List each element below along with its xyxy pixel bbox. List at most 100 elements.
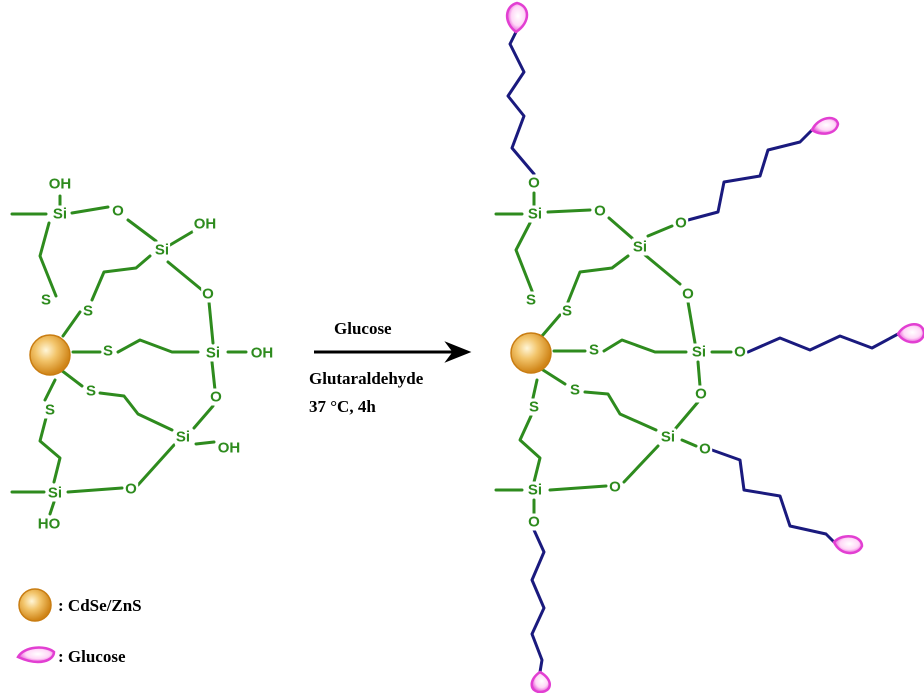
atom-label-background <box>81 302 95 320</box>
glucose-group-right <box>896 323 924 344</box>
atom-label-background <box>526 481 544 499</box>
reaction-conditions: 37 °C, 4h <box>309 397 376 416</box>
atom-o: O <box>210 389 222 406</box>
legend-quantum-dot-label: : CdSe/ZnS <box>58 596 142 615</box>
product-structure: O Si O O Si S S O S Si O S O S Si O O Si… <box>494 1 924 693</box>
atom-label-background <box>694 385 709 403</box>
atom-label-background <box>101 342 115 360</box>
atom-label-background <box>46 484 64 502</box>
atom-o: O <box>699 441 711 458</box>
atom-oh: OH <box>218 440 241 457</box>
glucose-group-top <box>505 1 529 34</box>
atom-label-background <box>659 428 677 446</box>
atom-s: S <box>41 292 51 309</box>
atom-label-background <box>527 398 541 416</box>
legend-glucose-label: : Glucose <box>58 647 126 666</box>
atom-label-background <box>593 202 608 220</box>
atom-o: O <box>528 514 540 531</box>
atom-si: Si <box>206 345 220 362</box>
atom-si: Si <box>176 429 190 446</box>
atom-si: Si <box>528 206 542 223</box>
atom-label-background <box>631 238 649 256</box>
atom-s: S <box>589 342 599 359</box>
reactant-structure: OH Si O OH Si S S O S Si OH S O S Si OH … <box>10 175 275 533</box>
atom-label-background <box>690 343 708 361</box>
atom-s: S <box>526 292 536 309</box>
atom-si: Si <box>155 242 169 259</box>
atom-label-background <box>587 341 601 359</box>
legend-glucose-icon <box>16 646 56 664</box>
atom-label-background <box>681 285 696 303</box>
atom-label-background <box>568 381 582 399</box>
atom-label-background <box>249 344 275 362</box>
atom-label-background <box>526 205 544 223</box>
atom-si: Si <box>661 429 675 446</box>
quantum-dot-core <box>29 334 71 376</box>
atom-s: S <box>103 343 113 360</box>
atom-label-background <box>560 302 574 320</box>
atom-s: S <box>45 402 55 419</box>
atom-o: O <box>734 344 746 361</box>
atom-label-background <box>216 439 242 457</box>
glucose-group-upper-right <box>810 116 840 135</box>
legend-quantum-dot-icon <box>18 588 52 622</box>
atom-s: S <box>570 382 580 399</box>
atom-si: Si <box>528 482 542 499</box>
atom-label-background <box>733 343 748 361</box>
atom-ho: HO <box>38 516 61 533</box>
atom-label-background <box>674 214 689 232</box>
linker-chain-bottom <box>530 528 546 674</box>
atom-label-background <box>201 285 216 303</box>
atom-o: O <box>202 286 214 303</box>
atom-s: S <box>86 383 96 400</box>
quantum-dot-core <box>510 332 552 374</box>
atom-o: O <box>675 215 687 232</box>
reagent-glutaraldehyde: Glutaraldehyde <box>309 369 424 388</box>
legend: : CdSe/ZnS : Glucose <box>16 588 142 666</box>
linker-chain-top <box>506 30 536 176</box>
atom-s: S <box>529 399 539 416</box>
atom-label-background <box>36 515 62 533</box>
atom-oh: OH <box>251 345 274 362</box>
atom-label-background <box>174 428 192 446</box>
atom-label-background <box>204 344 222 362</box>
atom-label-background <box>47 175 73 193</box>
reaction-arrow-group: Glucose Glutaraldehyde 37 °C, 4h <box>309 319 472 416</box>
atom-label-background <box>51 205 69 223</box>
atom-label-background <box>527 513 542 531</box>
atom-label-background <box>84 382 98 400</box>
atom-o: O <box>125 481 137 498</box>
atom-o: O <box>682 286 694 303</box>
atom-oh: OH <box>49 176 72 193</box>
atom-o: O <box>609 479 621 496</box>
atom-si: Si <box>48 485 62 502</box>
glucose-group-bottom <box>530 670 551 693</box>
atom-o: O <box>528 175 540 192</box>
linker-chain-lower-right <box>710 448 836 544</box>
atom-label-background <box>209 388 224 406</box>
atom-label-background <box>527 174 542 192</box>
linker-chain-upper-right <box>686 128 814 222</box>
atom-label-background <box>124 480 139 498</box>
atom-s: S <box>83 303 93 320</box>
atom-label-background <box>698 440 713 458</box>
reagent-glucose: Glucose <box>334 319 392 338</box>
atom-o: O <box>594 203 606 220</box>
atom-label-background <box>608 478 623 496</box>
atom-label-background <box>43 401 57 419</box>
atom-o: O <box>112 203 124 220</box>
atom-label-background <box>153 241 171 259</box>
atom-s: S <box>562 303 572 320</box>
atom-label-background <box>39 291 53 309</box>
atom-si: Si <box>633 239 647 256</box>
atom-o: O <box>695 386 707 403</box>
atom-label-background <box>524 291 538 309</box>
atom-label-background <box>192 215 218 233</box>
atom-oh: OH <box>194 216 217 233</box>
atom-si: Si <box>692 344 706 361</box>
atom-label-background <box>111 202 126 220</box>
glucose-group-lower-right <box>832 534 864 555</box>
linker-chain-right <box>746 332 900 354</box>
atom-si: Si <box>53 206 67 223</box>
